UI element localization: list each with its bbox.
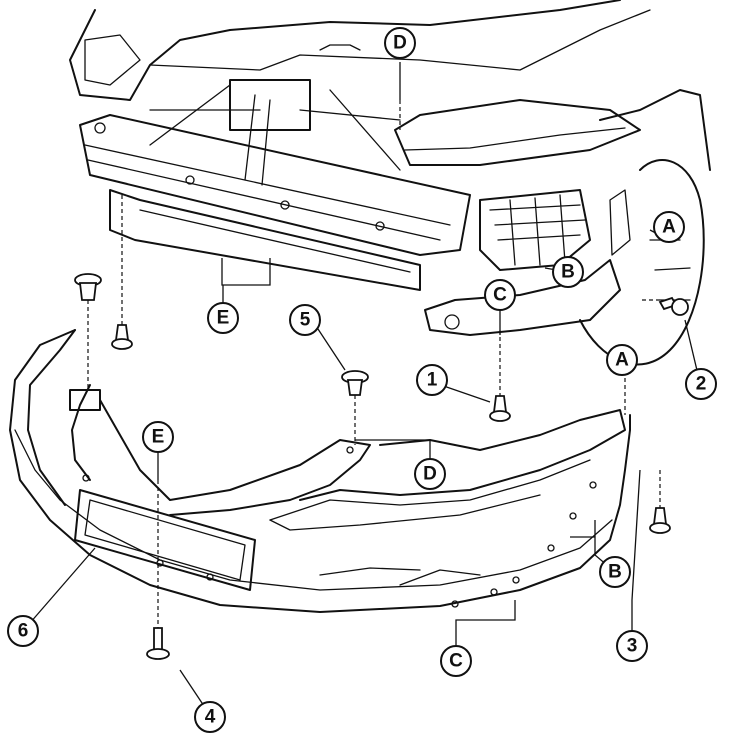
guide-lines (87, 100, 661, 628)
callout-3: 3 (616, 630, 648, 662)
callout-D-lower: D (414, 458, 446, 490)
front-bumper-fascia (9, 329, 631, 613)
fastener-1-clip (489, 395, 511, 422)
callout-A-lower: A (606, 344, 638, 376)
svg-text:C: C (493, 285, 507, 306)
callout-B-upper: B (552, 256, 584, 288)
svg-text:E: E (217, 308, 230, 329)
vehicle-front-structure (69, 0, 711, 366)
svg-text:C: C (449, 651, 463, 672)
fastener-3-clip (649, 507, 671, 534)
svg-text:5: 5 (300, 310, 311, 331)
callout-C-lower: C (440, 645, 472, 677)
callout-4: 4 (194, 701, 226, 733)
svg-text:D: D (393, 33, 407, 54)
svg-text:B: B (561, 262, 575, 283)
fastener-left-clip (111, 324, 133, 350)
callout-C-upper: C (484, 279, 516, 311)
fastener-4-bolt (146, 627, 170, 660)
callout-D-upper: D (384, 27, 416, 59)
callout-1: 1 (416, 364, 448, 396)
svg-text:A: A (615, 350, 629, 371)
callout-E-lower: E (142, 421, 174, 453)
callout-5: 5 (289, 304, 321, 336)
svg-text:3: 3 (627, 636, 638, 657)
svg-text:6: 6 (18, 621, 29, 642)
svg-text:1: 1 (427, 370, 438, 391)
svg-text:E: E (152, 427, 165, 448)
callout-2: 2 (685, 368, 717, 400)
svg-text:B: B (608, 562, 622, 583)
callout-6: 6 (7, 615, 39, 647)
fastener-2-screw (658, 296, 689, 316)
svg-text:D: D (423, 464, 437, 485)
callout-B-lower: B (599, 556, 631, 588)
callout-A-upper: A (653, 211, 685, 243)
svg-text:A: A (662, 217, 676, 238)
callout-E-upper: E (207, 302, 239, 334)
svg-text:2: 2 (696, 374, 707, 395)
fastener-top-left-clip (74, 273, 102, 301)
fastener-5-clip (341, 370, 369, 396)
svg-text:4: 4 (205, 707, 216, 728)
